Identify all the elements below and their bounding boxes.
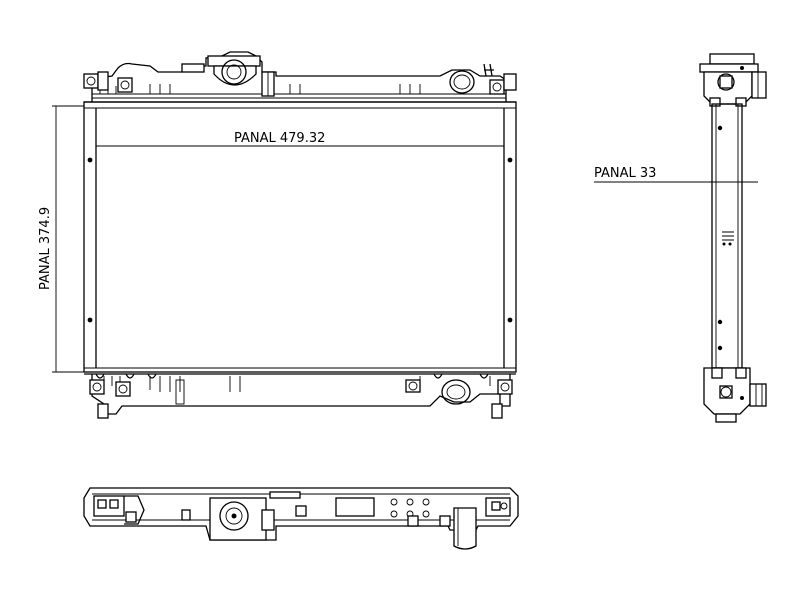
bottom-ribs — [95, 373, 491, 392]
left-top-mount — [83, 71, 133, 93]
radiator-side-view: PANAL 33 — [594, 53, 767, 423]
height-dimension-label: PANAL 374.9 — [38, 207, 53, 290]
tank-ribs — [99, 84, 499, 94]
inlet-pipe — [449, 63, 517, 95]
top-view-right-bracket — [485, 497, 511, 517]
left-bottom-mount — [89, 379, 131, 419]
radiator-cap-icon — [181, 55, 275, 97]
width-dimension: PANAL 479.32 — [96, 131, 504, 147]
outlet-pipe — [441, 379, 513, 419]
bottom-tank — [84, 373, 516, 419]
drain-plug-icon — [175, 379, 421, 405]
height-dimension: PANAL 374.9 — [38, 105, 84, 373]
top-tank — [83, 51, 517, 103]
radiator-front-view: PANAL 479.32 PANAL 374.9 — [38, 51, 517, 419]
depth-dimension: PANAL 33 — [594, 166, 758, 183]
top-view-outlet-pipe — [453, 507, 477, 550]
depth-dimension-label: PANAL 33 — [594, 166, 656, 181]
top-view-cap-icon — [209, 491, 301, 541]
radiator-top-view — [83, 487, 519, 550]
side-core — [711, 103, 743, 369]
side-bottom-fitting — [703, 367, 767, 423]
top-view-left-bracket — [93, 495, 145, 525]
top-view-ports — [181, 497, 451, 527]
side-top-fitting — [699, 53, 767, 107]
width-dimension-label: PANAL 479.32 — [234, 131, 325, 146]
radiator-core — [83, 101, 517, 373]
